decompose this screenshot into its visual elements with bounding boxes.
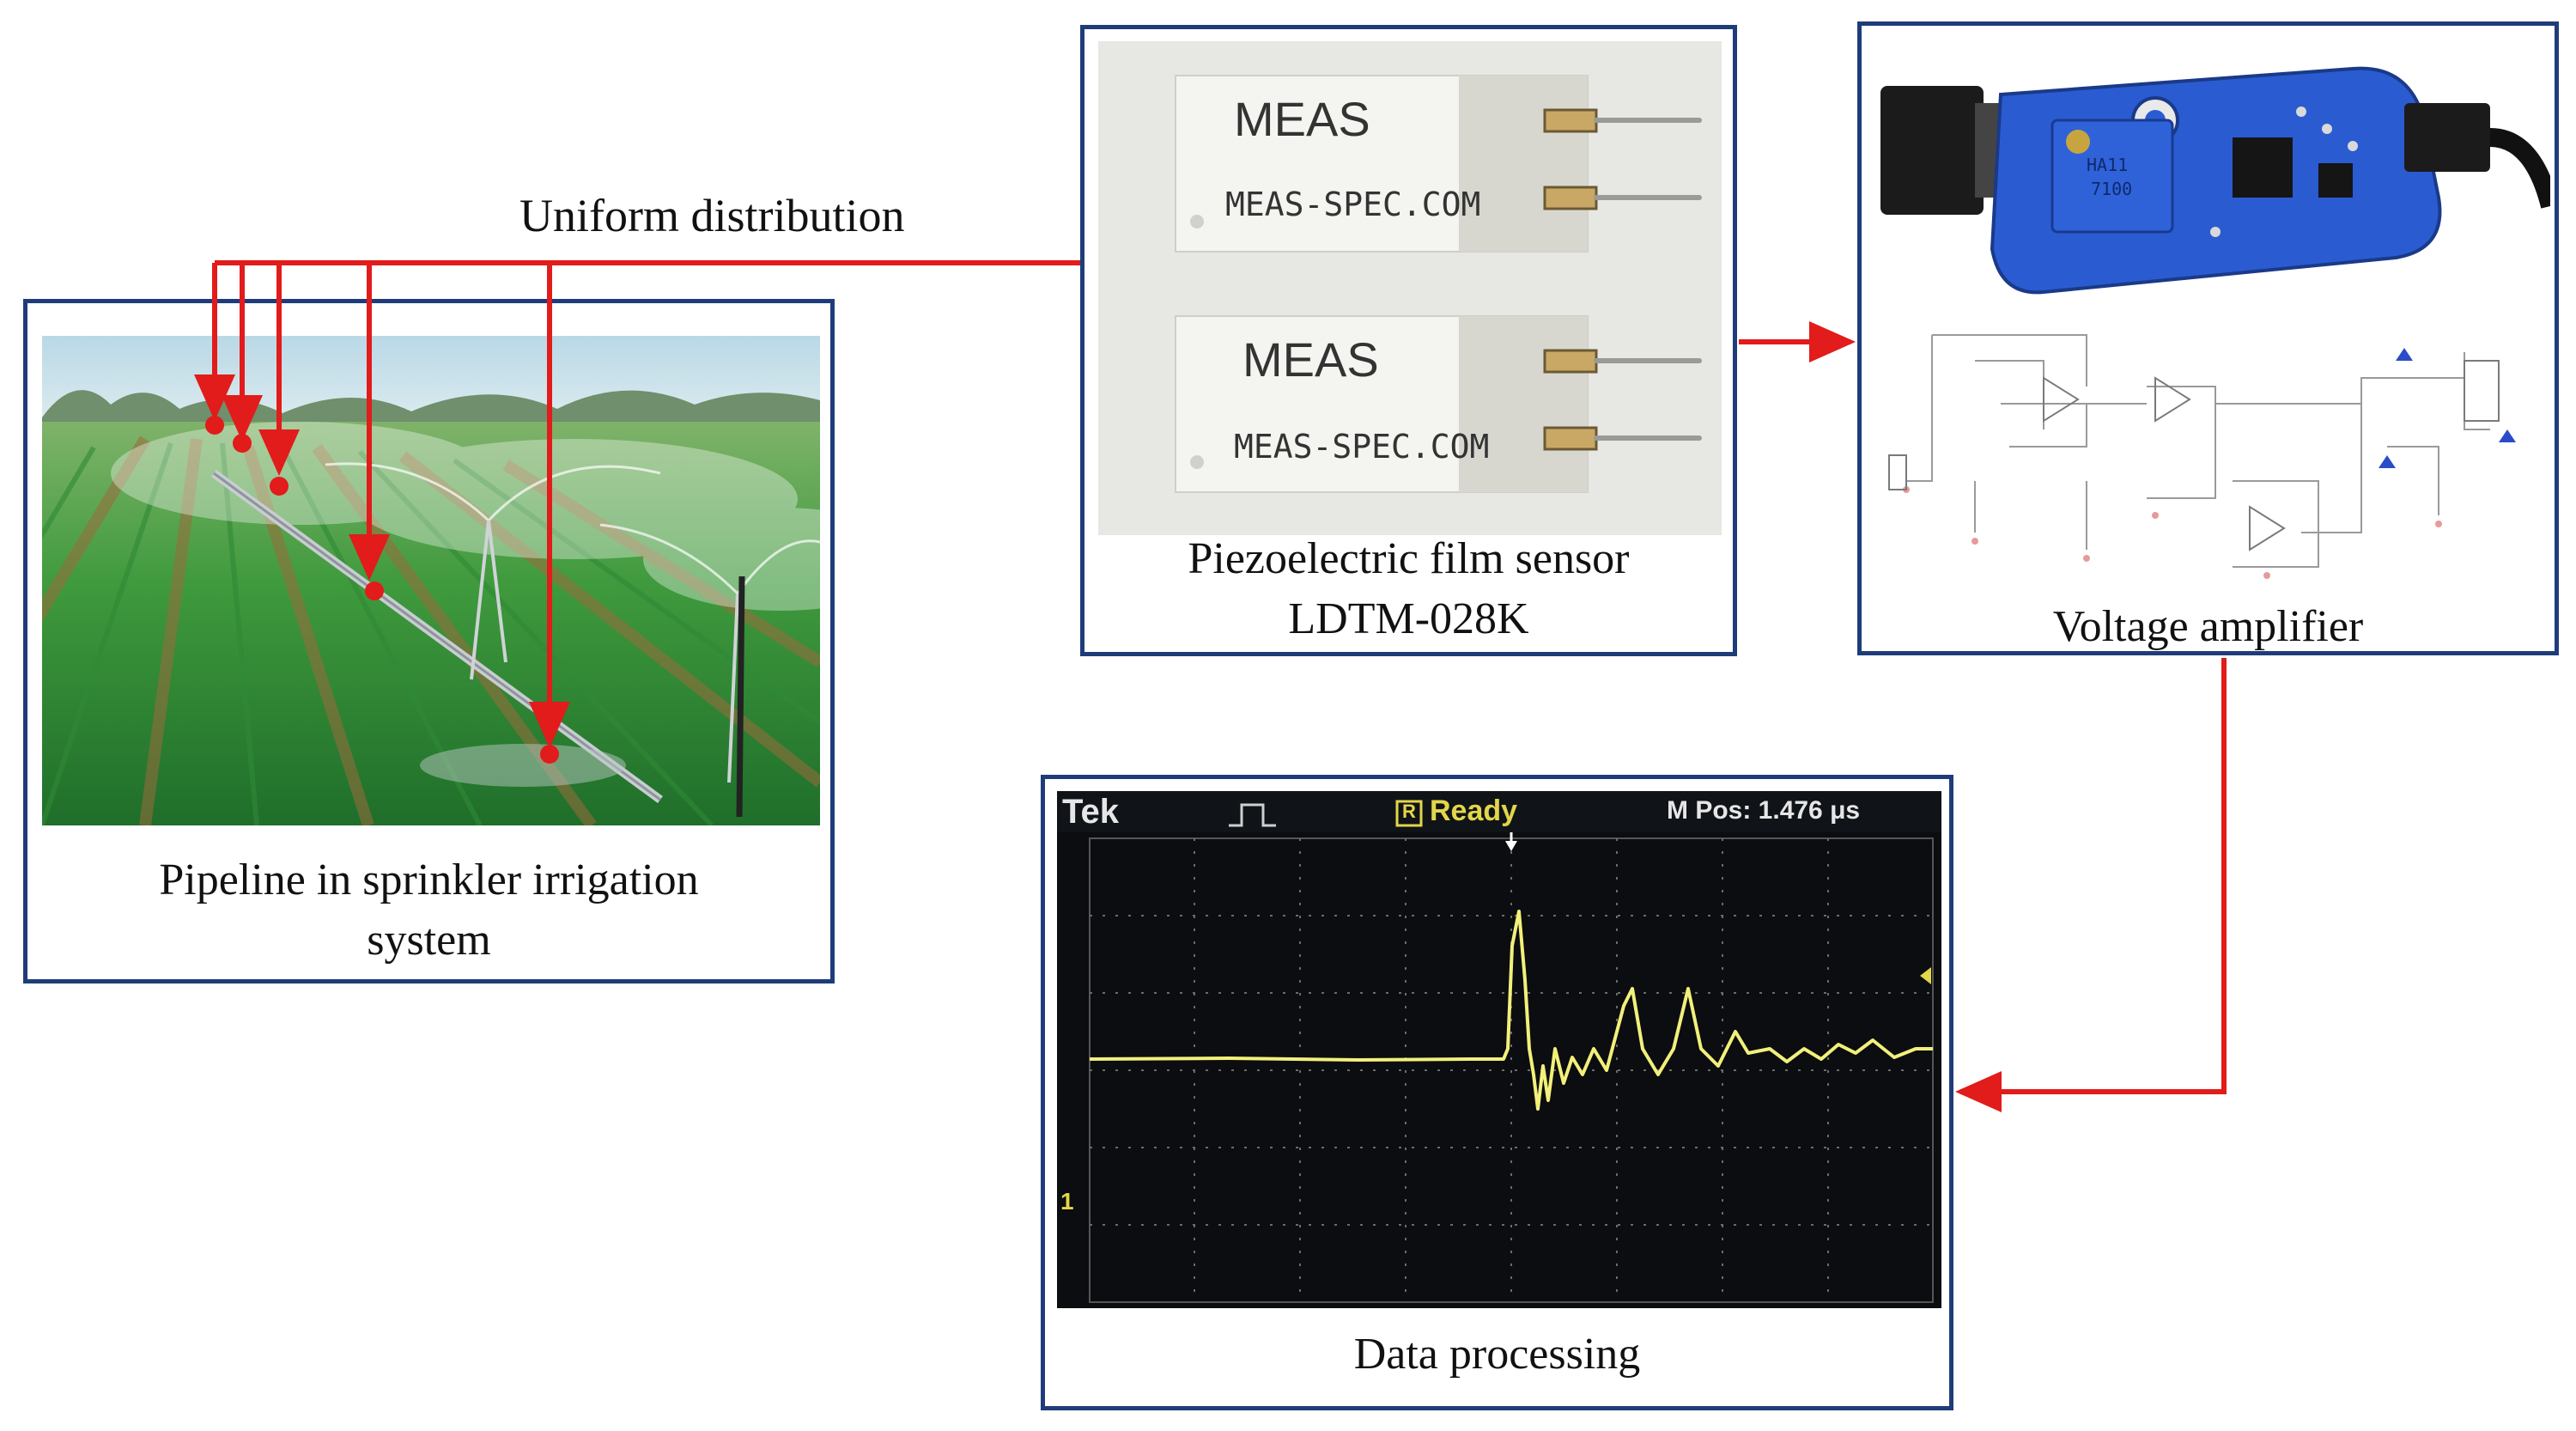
pipeline-caption: Pipeline in sprinkler irrigation system xyxy=(27,850,830,971)
sensor-caption-line2: LDTM-028K xyxy=(1288,594,1529,644)
sensor-caption-line1: Piezoelectric film sensor xyxy=(1188,534,1630,583)
film2-url: MEAS-SPEC.COM xyxy=(1234,428,1490,466)
pipeline-point-2 xyxy=(233,434,252,453)
pipeline-caption-line1: Pipeline in sprinkler irrigation xyxy=(159,856,699,904)
pipeline-caption-line2: system xyxy=(367,916,491,965)
pipeline-node: Pipeline in sprinkler irrigation system xyxy=(23,299,835,983)
amp-chip-text-1: HA11 xyxy=(2087,155,2129,175)
oscilloscope-screen: Tek R Ready M Pos: 1.476 μs 1 xyxy=(1057,791,1941,1308)
processing-node: Tek R Ready M Pos: 1.476 μs 1 Data proce… xyxy=(1041,775,1953,1410)
sensor-node: MEAS MEAS-SPEC.COM MEAS MEAS-SPEC.COM Pi… xyxy=(1080,25,1737,656)
amplifier-schematic xyxy=(1872,309,2550,593)
processing-caption: Data processing xyxy=(1353,1330,1641,1379)
film2-brand: MEAS xyxy=(1242,332,1379,387)
amplifier-board-photo: HA11 7100 xyxy=(1872,43,2550,301)
pipeline-point-5 xyxy=(540,745,559,764)
uniform-distribution-label: Uniform distribution xyxy=(519,190,905,241)
amplifier-to-processing-arrow xyxy=(1955,658,2227,1112)
scope-position: M Pos: 1.476 μs xyxy=(1667,796,1861,825)
irrigation-field-photo xyxy=(42,336,820,825)
scope-status-icon: R xyxy=(1402,801,1416,822)
amp-chip-text-2: 7100 xyxy=(2091,179,2133,199)
amplifier-node: HA11 7100 xyxy=(1857,21,2559,655)
scope-brand: Tek xyxy=(1062,793,1119,831)
sensor-caption: Piezoelectric film sensor LDTM-028K xyxy=(1084,529,1733,649)
piezo-film-photo: MEAS MEAS-SPEC.COM MEAS MEAS-SPEC.COM xyxy=(1098,41,1722,535)
pipeline-point-4 xyxy=(365,582,384,600)
scope-channel-marker: 1 xyxy=(1060,1188,1074,1215)
pipeline-point-1 xyxy=(205,416,224,435)
film1-url: MEAS-SPEC.COM xyxy=(1225,186,1481,223)
film1-brand: MEAS xyxy=(1234,92,1370,146)
pipeline-point-3 xyxy=(270,477,289,496)
amplifier-caption: Voltage amplifier xyxy=(2052,602,2364,651)
scope-status: Ready xyxy=(1430,795,1518,827)
